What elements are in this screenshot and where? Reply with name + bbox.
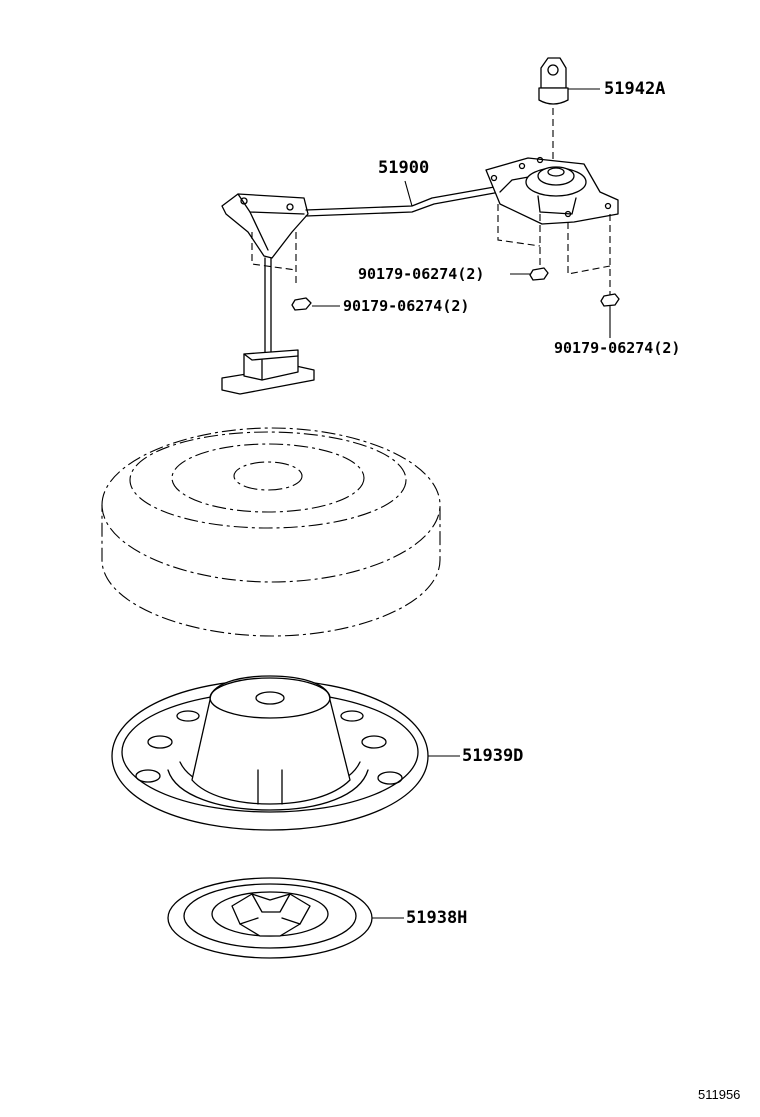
- figure-number: 511956: [698, 1087, 741, 1102]
- label-bolt-right: 90179-06274(2): [554, 339, 681, 357]
- label-51938H: 51938H: [406, 908, 468, 928]
- carrier-assembly-part: [221, 156, 619, 395]
- label-51942A: 51942A: [604, 79, 666, 99]
- label-bolt-left: 90179-06274(2): [343, 297, 470, 315]
- spare-wheel-cover-part: [111, 675, 460, 831]
- bolt-left-part: [291, 297, 340, 311]
- label-bolt-center: 90179-06274(2): [358, 265, 485, 283]
- spare-tire-phantom: [101, 427, 441, 637]
- bolt-center-part: [510, 267, 549, 281]
- label-51939D: 51939D: [462, 746, 524, 766]
- label-51900: 51900: [378, 158, 430, 178]
- handle-part: [538, 57, 569, 162]
- ornament-part: [167, 877, 404, 959]
- bolt-right-part: [600, 293, 620, 338]
